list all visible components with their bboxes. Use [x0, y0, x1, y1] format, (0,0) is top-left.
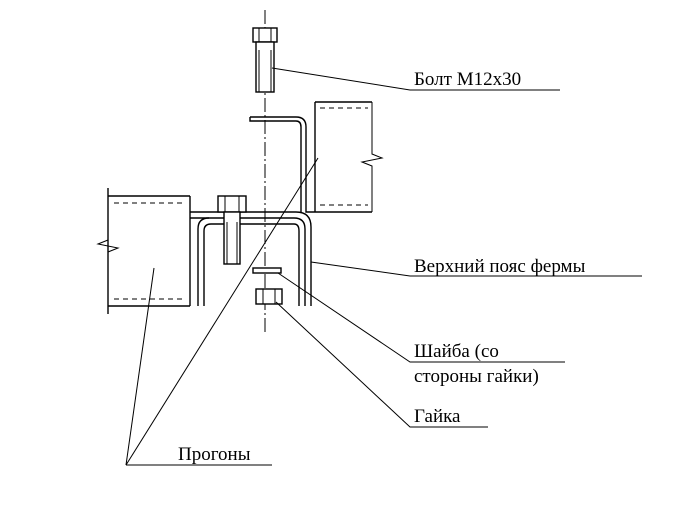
truss-top-chord	[190, 211, 312, 306]
label-top-chord: Верхний пояс фермы	[414, 256, 586, 277]
label-bolt: Болт М12х30	[414, 69, 521, 90]
washer	[252, 267, 282, 274]
bolt-m12-lower	[217, 195, 247, 265]
left-purlin	[96, 188, 191, 314]
nut	[255, 288, 283, 305]
label-purlins: Прогоны	[178, 444, 251, 465]
bolt-m12-top	[252, 27, 278, 93]
angle-bracket	[249, 116, 315, 213]
label-washer-line1: Шайба (со	[414, 341, 499, 362]
right-purlin	[314, 101, 384, 213]
label-nut: Гайка	[414, 406, 461, 427]
leader-lines	[125, 67, 642, 466]
label-washer-line2: стороны гайки)	[414, 366, 539, 387]
